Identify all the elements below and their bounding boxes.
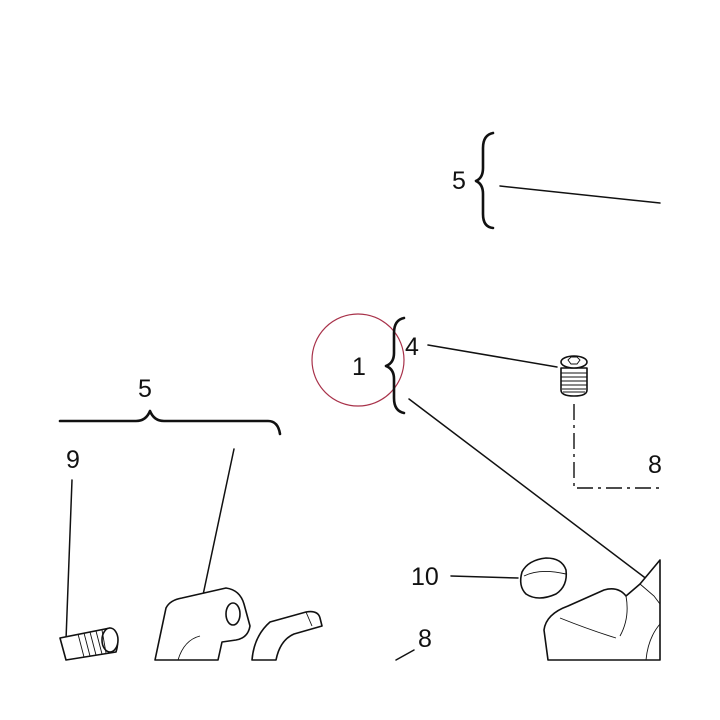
leader-top-brace	[499, 185, 661, 204]
leader-spring	[65, 479, 73, 641]
callout-5-left: 5	[138, 375, 152, 403]
spring-group: 9	[59, 446, 119, 661]
top-curly-brace	[474, 131, 495, 230]
leader-cap	[450, 575, 519, 579]
callout-8-right: 8	[648, 451, 662, 479]
callout-5-top: 5	[452, 167, 466, 195]
axis-line-group: 8	[573, 404, 662, 489]
lever-housing-part	[543, 559, 661, 661]
bracket-housing-part	[154, 587, 251, 661]
left-brace-group: 5	[58, 375, 282, 596]
left-curly-brace	[58, 409, 282, 436]
group-1-curly-brace	[384, 316, 406, 415]
callout-10: 10	[411, 563, 439, 591]
callout-8-bottom: 8	[418, 625, 432, 653]
callout-9: 9	[66, 446, 80, 474]
leader-set-screw	[427, 344, 558, 368]
callout-4: 4	[405, 333, 419, 361]
spring-part	[59, 627, 119, 661]
cap-part	[519, 557, 568, 599]
bottom-callout-group: 8	[395, 625, 432, 661]
set-screw-part	[560, 355, 588, 397]
highlight-circle	[311, 313, 405, 407]
leader-group-1	[408, 398, 649, 581]
cap-group: 10	[411, 557, 568, 599]
leader-bottom-8	[395, 649, 415, 661]
callout-1: 1	[352, 353, 366, 381]
top-brace-group: 5	[452, 131, 661, 230]
group-1: 1 4	[311, 313, 649, 581]
hook-lever-part	[251, 610, 323, 661]
leader-left-brace	[202, 448, 235, 596]
